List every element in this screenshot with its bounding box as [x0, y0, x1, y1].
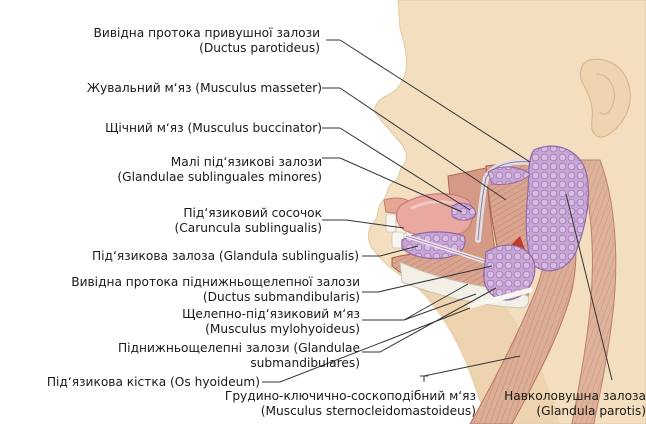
label-mylohyoid: Щелепно-під‘язиковий м‘яз (Musculus mylo… [182, 307, 360, 337]
label-masseter: Жувальний м‘яз (Musculus masseter) [87, 81, 322, 96]
label-submandibular-glands: Піднижньощелепні залози (Glandulae subma… [118, 341, 360, 371]
label-sublingual-caruncle: Під‘язиковий сосочок (Caruncula sublingu… [175, 206, 322, 236]
label-buccinator: Щічний м‘яз (Musculus buccinator) [105, 121, 322, 136]
label-sternocleidomastoid: Грудино-ключично-соскоподібний м‘яз (Mus… [225, 389, 476, 419]
label-parotid-duct: Вивідна протока привушної залози (Ductus… [94, 26, 320, 56]
label-hyoid-bone: Під‘язикова кістка (Os hyoideum) [47, 375, 260, 390]
label-submandibular-duct: Вивідна протока піднижньощелепної залози… [71, 275, 360, 305]
label-minor-sublingual-glands: Малі під‘язикові залози (Glandulae subli… [117, 155, 322, 185]
label-sublingual-gland: Під‘язикова залоза (Glandula sublinguali… [92, 249, 359, 264]
label-parotid-gland: Навколовушна залоза (Glandula parotis) [504, 389, 646, 419]
